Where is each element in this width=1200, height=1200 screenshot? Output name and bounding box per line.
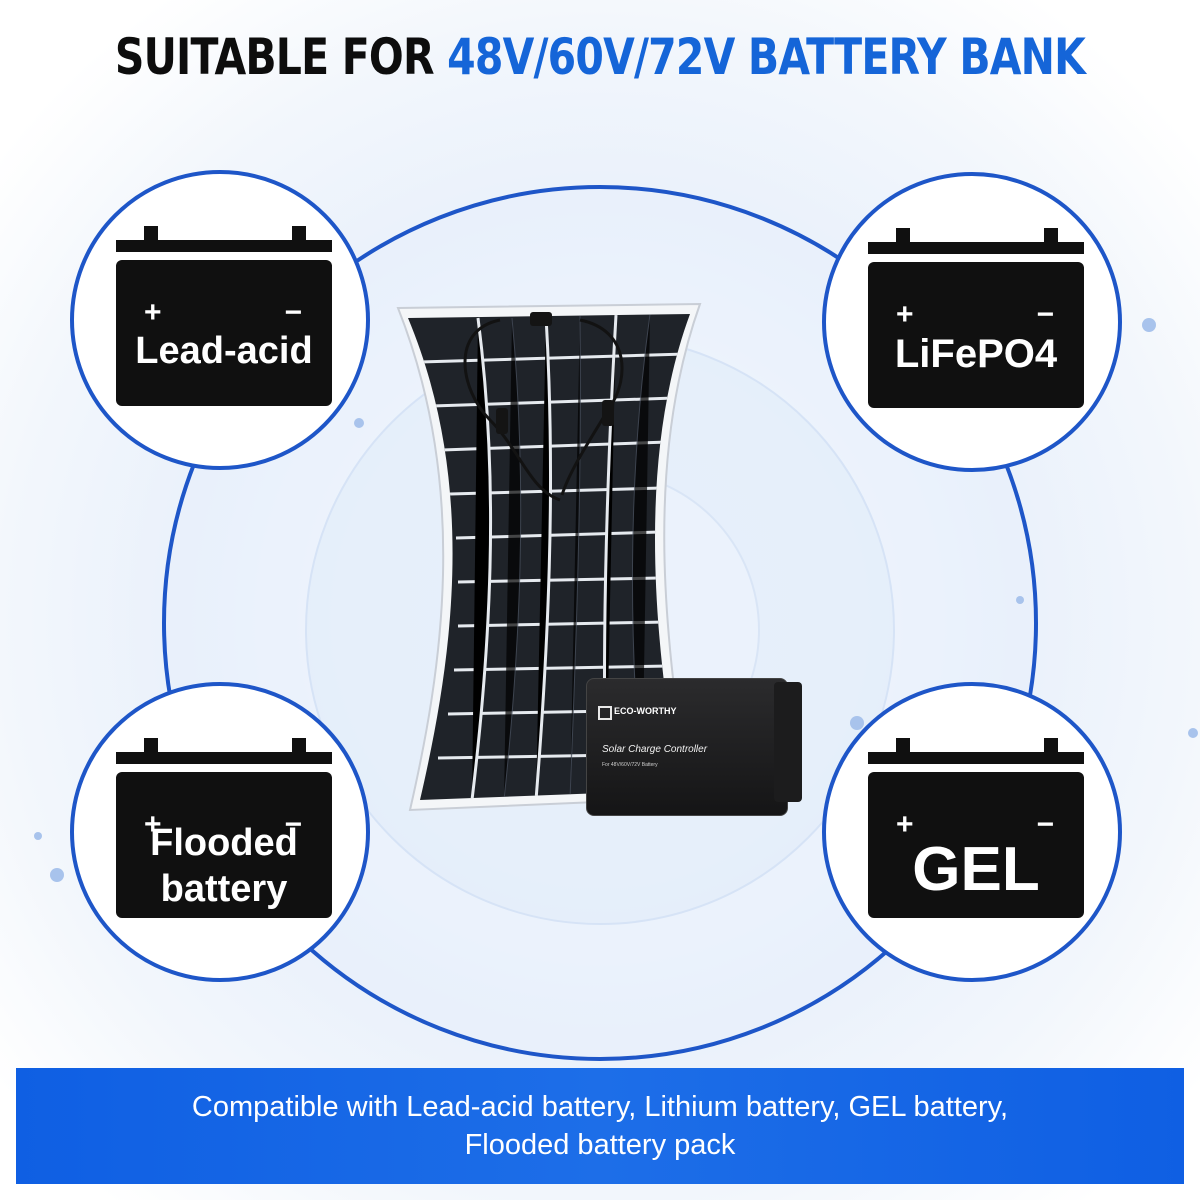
- headline-lead: SUITABLE FOR: [114, 28, 435, 86]
- battery-lid: [116, 240, 332, 252]
- decor-dot: [354, 418, 364, 428]
- minus-sign: −: [1036, 808, 1054, 841]
- plus-sign: +: [896, 808, 914, 841]
- battery-body: + −: [868, 262, 1084, 408]
- battery-lid: [868, 242, 1084, 254]
- battery-lid: [116, 752, 332, 764]
- decor-dot: [1142, 318, 1156, 332]
- battery-terminal: [1044, 738, 1058, 754]
- headline-voltage: 48V/60V/72V BATTERY BANK: [447, 28, 1086, 86]
- decor-dot: [1016, 596, 1024, 604]
- battery-bubble-gel: + − GEL: [822, 682, 1122, 982]
- controller-brand: ECO-WORTHY: [614, 706, 677, 716]
- battery-bubble-flooded: + − Flooded battery: [70, 682, 370, 982]
- compatibility-line-1: Compatible with Lead-acid battery, Lithi…: [191, 1091, 1009, 1123]
- battery-lid: [868, 752, 1084, 764]
- battery-bubble-lead-acid: + − Lead-acid: [70, 170, 370, 470]
- controller-title: Solar Charge Controller: [602, 744, 708, 755]
- controller-body: [586, 678, 788, 816]
- controller-flange: [774, 682, 802, 802]
- headline: SUITABLE FOR 48V/60V/72V BATTERY BANK: [108, 28, 1092, 86]
- charge-controller: ECO-WORTHY Solar Charge Controller For 4…: [578, 672, 804, 820]
- battery-terminal: [292, 738, 306, 754]
- compatibility-line-2: Flooded battery pack: [464, 1129, 736, 1161]
- battery-terminal: [292, 226, 306, 242]
- battery-icon: + − Flooded battery: [116, 738, 332, 918]
- minus-sign: −: [284, 808, 302, 841]
- battery-type-label: LiFePO4: [894, 332, 1058, 376]
- battery-type-label-line2: battery: [160, 868, 288, 910]
- minus-sign: −: [284, 296, 302, 329]
- battery-bubble-lifepo4: + − LiFePO4: [822, 172, 1122, 472]
- decor-dot: [34, 832, 42, 840]
- minus-sign: −: [1036, 298, 1054, 331]
- battery-body: + −: [116, 772, 332, 918]
- plus-sign: +: [144, 808, 162, 841]
- battery-type-label: Lead-acid: [135, 330, 313, 372]
- battery-icon: + − Lead-acid: [116, 226, 332, 406]
- battery-terminal: [896, 228, 910, 244]
- battery-terminal: [144, 226, 158, 242]
- controller-logo-icon: [598, 706, 612, 720]
- decor-dot: [1188, 728, 1198, 738]
- decor-dot: [850, 716, 864, 730]
- battery-type-label: GEL: [912, 835, 1040, 904]
- compatibility-banner: Compatible with Lead-acid battery, Lithi…: [16, 1068, 1184, 1184]
- battery-body: + −: [868, 772, 1084, 918]
- plus-sign: +: [896, 298, 914, 331]
- decor-dot: [50, 868, 64, 882]
- battery-terminal: [1044, 228, 1058, 244]
- battery-type-label: Flooded: [150, 822, 298, 864]
- battery-icon: + − LiFePO4: [868, 228, 1084, 408]
- controller-subtitle: For 48V/60V/72V Battery: [602, 762, 658, 768]
- battery-icon: + − GEL: [868, 738, 1084, 918]
- battery-terminal: [144, 738, 158, 754]
- battery-terminal: [896, 738, 910, 754]
- compatibility-text: Compatible with Lead-acid battery, Lithi…: [16, 1088, 1184, 1164]
- plus-sign: +: [144, 296, 162, 329]
- battery-body: + −: [116, 260, 332, 406]
